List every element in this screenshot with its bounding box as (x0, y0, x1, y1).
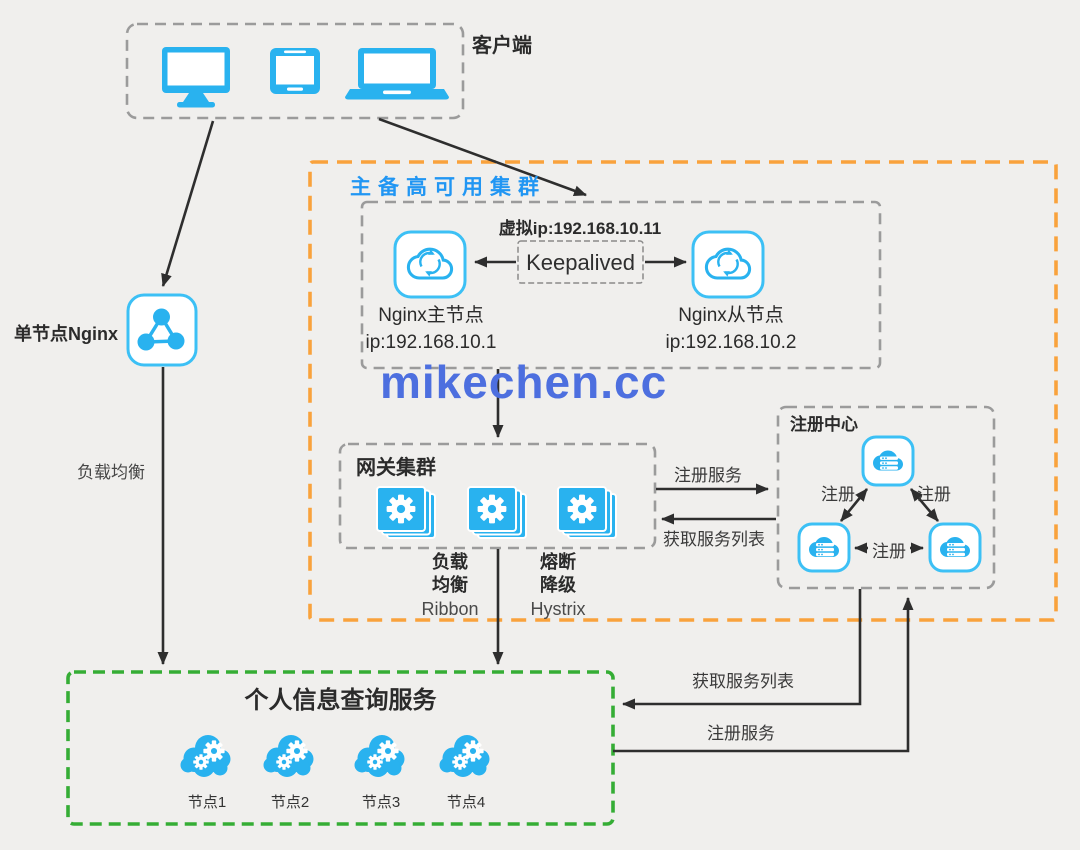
nginx-master-block: Nginx主节点 ip:192.168.10.1 (356, 302, 506, 356)
load-balance-flow-label: 负载均衡 (77, 463, 145, 482)
gateway-title: 网关集群 (356, 457, 436, 479)
gateway-feature-hystrix-zh: 熔断 降级 (540, 552, 576, 595)
arrow-client-to-single-nginx (161, 120, 215, 287)
gateway-feature-hystrix-en: Hystrix (530, 599, 586, 619)
register-label-left: 注册 (821, 485, 855, 504)
service-node-label-1: 节点1 (187, 794, 227, 811)
flow-register-service-bottom: 注册服务 (707, 724, 775, 743)
cloud-gears-icon-node2 (263, 735, 314, 777)
service-box (66, 670, 615, 826)
nginx-backup-block: Nginx从节点 ip:192.168.10.2 (656, 302, 806, 356)
arrow-service-to-registry (613, 597, 914, 753)
cloud-sync-icon-master (393, 230, 467, 299)
cloud-gears-icon-node4 (439, 735, 490, 777)
arrow-client-to-ha-cluster (378, 117, 587, 197)
tablet-icon (270, 48, 320, 94)
share-network-icon (126, 293, 198, 367)
gateway-box (338, 442, 657, 550)
nginx-backup-ip: ip:192.168.10.2 (665, 332, 797, 353)
service-node-label-3: 节点3 (361, 794, 401, 811)
flow-register-service-top: 注册服务 (674, 466, 742, 485)
service-node-label-4: 节点4 (446, 794, 486, 811)
ha-cluster-box (308, 160, 1058, 622)
keepalived-cluster-box (360, 200, 882, 370)
desktop-icon (162, 47, 230, 108)
register-label-mid: 注册 (872, 542, 906, 561)
nginx-master-ip: ip:192.168.10.1 (365, 332, 497, 353)
flow-get-service-list-bottom: 获取服务列表 (692, 672, 794, 691)
cloud-server-icon-right (928, 522, 982, 573)
arrow-registry-internal-left (839, 488, 869, 522)
register-label-right: 注册 (917, 485, 951, 504)
ha-cluster-title: 主备高可用集群 (350, 176, 546, 199)
cloud-gears-icon-node1 (180, 735, 231, 777)
gear-stack-icon-1 (376, 486, 436, 539)
arrow-registry-to-service (622, 589, 862, 710)
cloud-sync-icon-backup (691, 230, 765, 299)
watermark: mikechen.cc (380, 356, 668, 408)
laptop-icon (345, 48, 449, 100)
registry-box (776, 405, 996, 590)
gateway-feature-hystrix: 熔断 降级 Hystrix (513, 551, 603, 620)
client-box (125, 22, 465, 120)
nginx-master-name: Nginx主节点 (378, 305, 484, 326)
gateway-feature-ribbon-zh: 负载 均衡 (432, 552, 468, 595)
registry-title: 注册中心 (790, 415, 858, 434)
cloud-gears-icon-node3 (354, 735, 405, 777)
flow-get-service-list-mid: 获取服务列表 (663, 530, 765, 549)
virtual-ip-label: 虚拟ip:192.168.10.11 (498, 219, 662, 238)
service-title: 个人信息查询服务 (244, 687, 437, 714)
client-label: 客户端 (472, 35, 532, 57)
cloud-server-icon-top (861, 435, 915, 487)
keepalived-label: Keepalived (526, 250, 635, 275)
service-node-label-2: 节点2 (270, 794, 310, 811)
gateway-feature-ribbon-en: Ribbon (421, 599, 479, 619)
single-nginx-label: 单节点Nginx (14, 324, 119, 344)
arrow-registry-internal-right (910, 488, 939, 522)
cloud-server-icon-left (797, 522, 851, 573)
nginx-backup-name: Nginx从节点 (678, 305, 784, 326)
gear-stack-icon-2 (467, 486, 527, 539)
gear-stack-icon-3 (557, 486, 617, 539)
gateway-feature-ribbon: 负载 均衡 Ribbon (405, 551, 495, 620)
keepalived-box (517, 240, 644, 284)
